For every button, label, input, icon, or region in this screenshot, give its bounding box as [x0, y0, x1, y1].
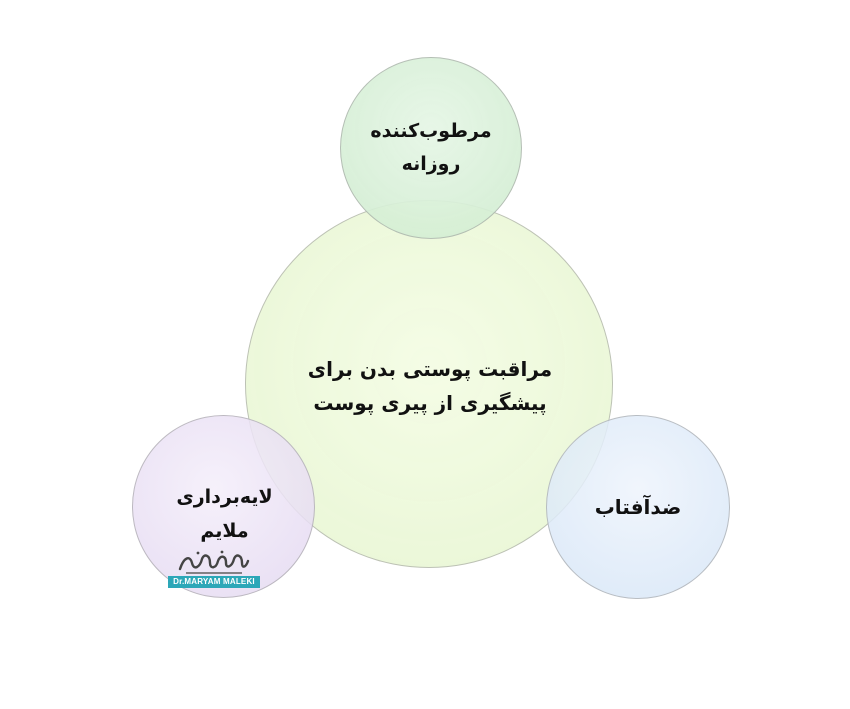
- top-circle: [340, 57, 522, 239]
- right-circle: [546, 415, 730, 599]
- top-label-line2: روزانه: [401, 153, 461, 175]
- center-label-line2: پیشگیری از پیری پوست: [313, 391, 547, 415]
- center-circle-label: مراقبت پوستی بدن برای پیشگیری از پیری پو…: [300, 352, 560, 420]
- center-label-line1: مراقبت پوستی بدن برای: [307, 357, 553, 381]
- left-circle-label: لایه‌برداری ملایم: [142, 480, 307, 548]
- left-label-line2: ملایم: [200, 520, 249, 542]
- left-label-line1: لایه‌برداری: [176, 486, 273, 508]
- right-label-line1: ضدآفتاب: [594, 495, 682, 519]
- logo-calligraphy-icon: [178, 550, 250, 574]
- top-label-line1: مرطوب‌کننده: [370, 120, 492, 142]
- right-circle-label: ضدآفتاب: [556, 492, 720, 522]
- brand-logo: Dr.MARYAM MALEKI: [168, 549, 260, 589]
- left-circle: [132, 415, 315, 598]
- top-circle-label: مرطوب‌کننده روزانه: [350, 115, 512, 181]
- logo-text: Dr.MARYAM MALEKI: [168, 576, 260, 588]
